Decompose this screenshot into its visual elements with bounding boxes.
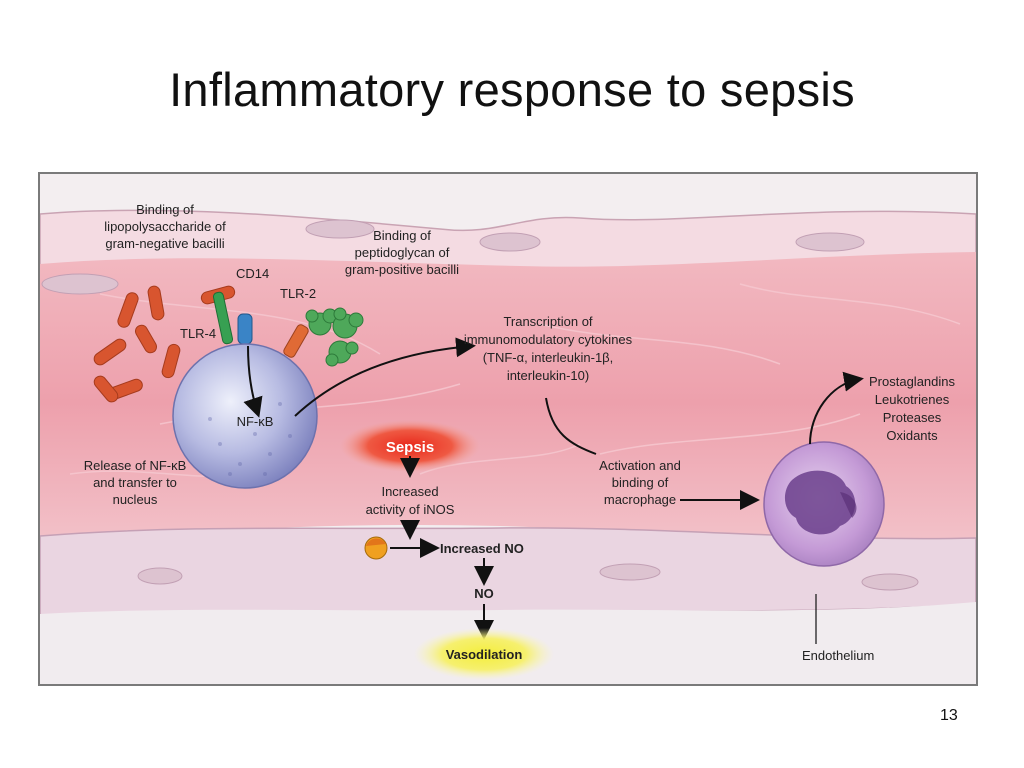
label-peptidoglycan-binding: Binding of peptidoglycan of gram-positiv… (345, 228, 459, 277)
gram-positive-bacteria (305, 307, 364, 367)
label-endothelium: Endothelium (802, 648, 874, 663)
svg-text:Increased: Increased (381, 484, 438, 499)
label-increased-no: Increased NO (440, 541, 524, 556)
slide-number: 13 (940, 707, 958, 724)
label-transcription: Transcription of immunomodulatory cytoki… (464, 314, 633, 383)
macrophage-cell (763, 441, 885, 567)
label-lps-binding: Binding of lipopolysaccharide of gram-ne… (104, 202, 226, 251)
label-mediators: Prostaglandins Leukotrienes Proteases Ox… (869, 374, 955, 443)
slide-title: Inflammatory response to sepsis (169, 63, 855, 116)
cd14-receptor (237, 313, 253, 345)
label-increased-inos: Increased activity of iNOS (366, 484, 455, 517)
svg-text:binding of: binding of (612, 475, 669, 490)
svg-text:Transcription of: Transcription of (503, 314, 592, 329)
label-release-nfkb: Release of NF-κB and transfer to nucleus (84, 458, 187, 507)
svg-text:(TNF-α, interleukin-1β,: (TNF-α, interleukin-1β, (483, 350, 614, 365)
svg-text:and transfer to: and transfer to (93, 475, 177, 490)
svg-text:lipopolysaccharide of: lipopolysaccharide of (104, 219, 226, 234)
svg-text:nucleus: nucleus (113, 492, 158, 507)
label-vasodilation: Vasodilation (446, 647, 523, 662)
svg-text:Leukotrienes: Leukotrienes (875, 392, 950, 407)
label-macrophage-activation: Activation and binding of macrophage (599, 458, 681, 507)
sepsis-diagram: Binding of lipopolysaccharide of gram-ne… (38, 172, 978, 686)
svg-text:interleukin-10): interleukin-10) (507, 368, 589, 383)
label-sepsis: Sepsis (386, 439, 434, 456)
label-tlr4: TLR-4 (180, 326, 216, 341)
svg-text:Oxidants: Oxidants (886, 428, 938, 443)
svg-text:Binding of: Binding of (373, 228, 431, 243)
sepsis-highlight (340, 420, 480, 472)
svg-text:immunomodulatory cytokines: immunomodulatory cytokines (464, 332, 633, 347)
label-cd14: CD14 (236, 266, 269, 281)
svg-text:gram-positive bacilli: gram-positive bacilli (345, 262, 459, 277)
svg-text:macrophage: macrophage (604, 492, 676, 507)
svg-text:peptidoglycan of: peptidoglycan of (355, 245, 450, 260)
svg-text:Binding of: Binding of (136, 202, 194, 217)
label-nfkb: NF-κB (237, 414, 274, 429)
svg-text:Activation and: Activation and (599, 458, 681, 473)
svg-text:activity of iNOS: activity of iNOS (366, 502, 455, 517)
vasodilation-highlight (414, 628, 554, 680)
svg-text:Release of NF-κB: Release of NF-κB (84, 458, 187, 473)
inos-molecule (364, 536, 388, 560)
label-tlr2: TLR-2 (280, 286, 316, 301)
tlr4-receptor (212, 291, 234, 345)
svg-text:Prostaglandins: Prostaglandins (869, 374, 955, 389)
tlr2-receptor (283, 324, 309, 358)
svg-text:gram-negative bacilli: gram-negative bacilli (105, 236, 224, 251)
label-no: NO (474, 586, 494, 601)
svg-text:Proteases: Proteases (883, 410, 942, 425)
